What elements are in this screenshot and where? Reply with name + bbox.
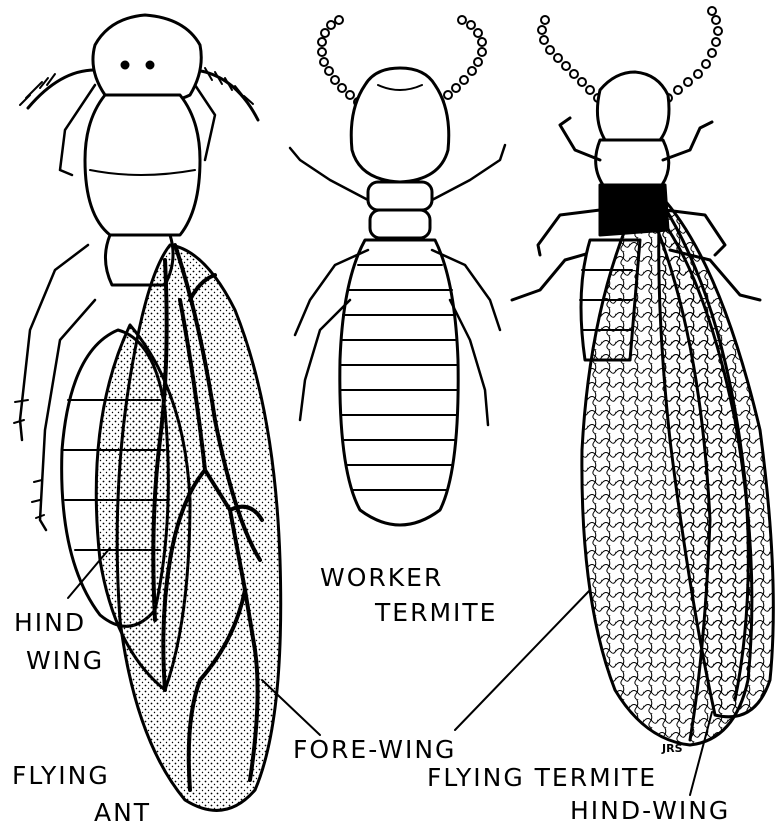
label-hind-wing-ant-line2: WING: [26, 648, 104, 673]
ant-eye: [147, 62, 153, 68]
worker-termite: [290, 16, 505, 525]
label-hind-wing-ant-line1: HIND: [14, 610, 86, 635]
worker-pronotum: [368, 182, 432, 210]
label-flying-ant-line1: FLYING: [12, 763, 110, 788]
flying-termite-thorax: [596, 140, 669, 185]
ant-thorax: [85, 95, 200, 235]
flying-ant: [14, 15, 281, 810]
worker-head: [351, 68, 449, 182]
label-flying-termite: FLYING TERMITE: [427, 765, 657, 790]
label-worker-termite-line1: WORKER: [320, 565, 443, 590]
label-fore-wing: FORE-WING: [293, 737, 456, 762]
label-worker-termite-line2: TERMITE: [375, 600, 497, 625]
flying-termite: JRS: [512, 7, 773, 755]
label-flying-ant-line2: ANT: [94, 800, 151, 825]
flying-termite-head: [597, 72, 669, 140]
artist-signature: JRS: [661, 742, 683, 755]
label-hind-wing-termite: HIND-WING: [570, 798, 730, 823]
worker-abdomen: [340, 240, 458, 525]
ant-eye: [122, 62, 128, 68]
ant-head: [93, 15, 201, 103]
